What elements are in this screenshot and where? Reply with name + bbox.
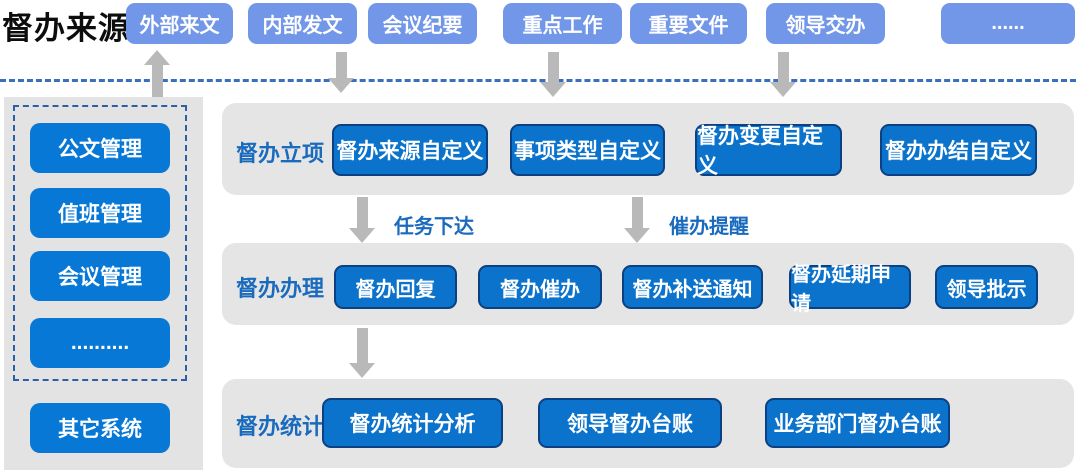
- arrow-down-leader-assignment: [770, 52, 796, 97]
- arrow-head-icon: [540, 82, 566, 97]
- internal-systems-group-border: [13, 105, 187, 381]
- button-change-custom[interactable]: 督办变更自定义: [695, 124, 842, 178]
- page-title: 督办来源: [2, 11, 130, 46]
- source-button-external-document[interactable]: 外部来文: [126, 3, 233, 44]
- arrow-down-key-work: [540, 52, 566, 97]
- arrow-head-icon: [770, 82, 796, 97]
- arrow-task-dispatch: [349, 197, 375, 243]
- button-source-custom[interactable]: 督办来源自定义: [332, 124, 488, 176]
- sidebar-item-document-management[interactable]: 公文管理: [30, 123, 170, 173]
- boundary-dashed-line: [0, 79, 1076, 82]
- source-button-leader-assignment[interactable]: 领导交办: [766, 3, 885, 44]
- arrow-down-internal-document: [328, 52, 354, 93]
- button-extension-request[interactable]: 督办延期申请: [789, 264, 911, 315]
- button-completion-custom[interactable]: 督办办结自定义: [880, 124, 1037, 176]
- source-button-meeting-minutes[interactable]: 会议纪要: [368, 3, 477, 44]
- arrow-head-icon: [144, 50, 170, 65]
- source-button-important-file[interactable]: 重要文件: [630, 3, 747, 44]
- section-initiation-label: 督办立项: [236, 141, 325, 166]
- button-department-ledger[interactable]: 业务部门督办台账: [765, 398, 950, 448]
- flow-label-urge-remind: 催办提醒: [669, 216, 749, 238]
- arrow-up-external-source: [144, 50, 170, 98]
- sidebar-item-meeting-management[interactable]: 会议管理: [30, 251, 170, 301]
- button-leader-instruction[interactable]: 领导批示: [935, 265, 1038, 309]
- source-button-more[interactable]: ......: [941, 3, 1075, 44]
- sidebar-item-duty-management[interactable]: 值班管理: [30, 188, 170, 238]
- button-leader-ledger[interactable]: 领导督办台账: [538, 398, 722, 448]
- arrow-head-icon: [349, 228, 375, 243]
- flow-label-task-dispatch: 任务下达: [394, 216, 474, 238]
- button-supplement-notice[interactable]: 督办补送通知: [622, 265, 763, 309]
- arrow-head-icon: [328, 78, 354, 93]
- source-button-internal-document[interactable]: 内部发文: [248, 3, 357, 44]
- button-item-type-custom[interactable]: 事项类型自定义: [510, 124, 665, 176]
- arrow-head-icon: [349, 363, 375, 378]
- button-supervision-urge[interactable]: 督办催办: [478, 265, 602, 309]
- section-statistics-label: 督办统计: [236, 414, 325, 439]
- button-supervision-reply[interactable]: 督办回复: [334, 265, 457, 309]
- arrow-head-icon: [624, 228, 650, 243]
- sidebar-item-more-systems[interactable]: ..........: [30, 318, 170, 368]
- source-button-key-work[interactable]: 重点工作: [503, 3, 622, 44]
- button-statistics-analysis[interactable]: 督办统计分析: [322, 398, 503, 448]
- arrow-to-statistics: [349, 328, 375, 378]
- arrow-urge-remind: [624, 197, 650, 243]
- section-handling-label: 督办办理: [236, 276, 325, 301]
- sidebar-item-other-systems[interactable]: 其它系统: [30, 403, 170, 453]
